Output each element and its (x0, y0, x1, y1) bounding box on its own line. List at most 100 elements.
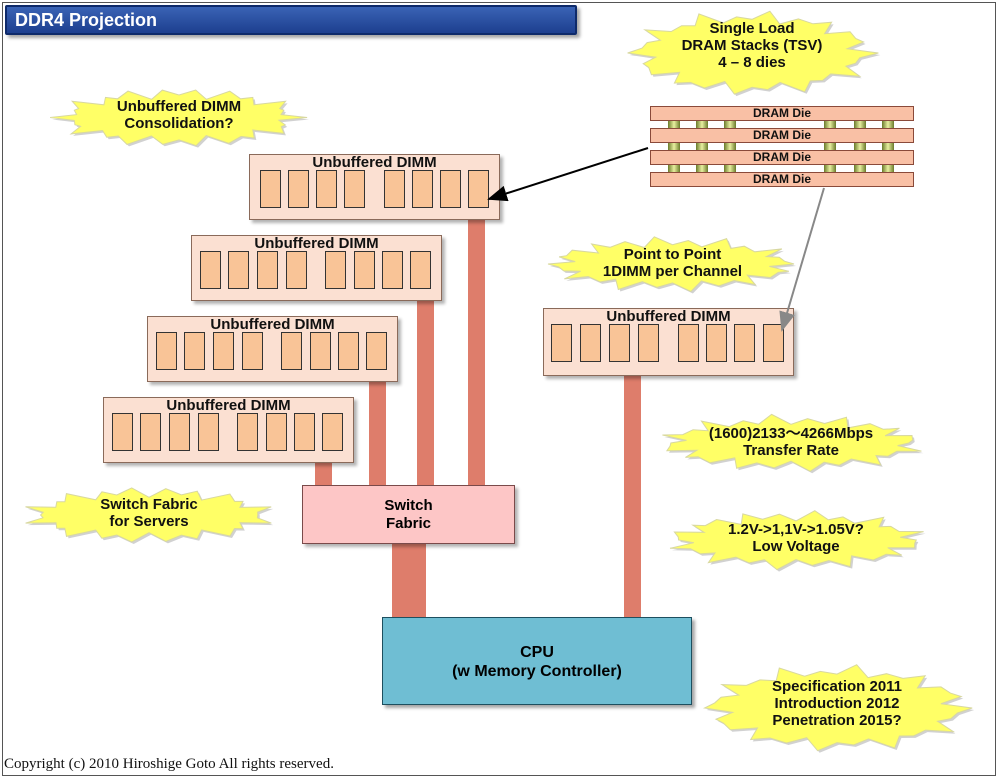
dram-chip (266, 413, 287, 451)
callout-line: for Servers (109, 513, 189, 530)
callout-transfer-rate: (1600)2133～4266Mbps Transfer Rate (652, 412, 930, 474)
callout-line: Switch Fabric (100, 496, 198, 513)
bus-switch-cpu (392, 544, 426, 618)
callout-line: 4 – 8 dies (718, 54, 786, 71)
dram-chip (294, 413, 315, 451)
callout-line: Specification 2011 (771, 678, 903, 695)
dram-chip (580, 324, 601, 362)
copyright-text: Copyright (c) 2010 Hiroshige Goto All ri… (4, 756, 334, 772)
callout-line: Introduction 2012 (774, 695, 900, 712)
cpu-box: CPU (w Memory Controller) (382, 617, 692, 705)
dram-chip (281, 332, 302, 370)
callout-line: DRAM Stacks (TSV) (681, 37, 823, 54)
dram-chip (384, 170, 405, 208)
dram-chip (286, 251, 307, 289)
dimm-label: Unbuffered DIMM (166, 397, 291, 414)
dram-chip (242, 332, 263, 370)
dram-chip (169, 413, 190, 451)
callout-switch-servers: Switch Fabric for Servers (18, 484, 280, 546)
dram-chip (316, 170, 337, 208)
callout-single-load: Single Load DRAM Stacks (TSV) 4 – 8 dies (622, 8, 882, 98)
switch-fabric-line2: Fabric (385, 515, 431, 532)
starburst-shape (627, 10, 881, 97)
dram-chip (325, 251, 346, 289)
callout-line: Consolidation? (124, 115, 234, 132)
callout-line: Penetration 2015? (772, 712, 902, 729)
slide-title: DDR4 Projection (5, 5, 577, 35)
dram-chip (156, 332, 177, 370)
dram-chip (184, 332, 205, 370)
bus-dimm-2 (417, 300, 434, 486)
dram-die-3: DRAM Die (650, 150, 914, 165)
bus-dimm-1 (468, 220, 485, 486)
arrow-die-to-p2p-dimm (779, 187, 825, 332)
dram-chip (310, 332, 331, 370)
dimm-label: Unbuffered DIMM (606, 308, 731, 325)
callout-schedule: Specification 2011 Introduction 2012 Pen… (696, 662, 978, 754)
dram-chip (198, 413, 219, 451)
dram-chip (551, 324, 572, 362)
dram-chip (412, 170, 433, 208)
bus-p2p-cpu (624, 376, 641, 618)
callout-line: Transfer Rate (743, 442, 839, 459)
dram-die-1: DRAM Die (650, 106, 914, 121)
dram-chip (228, 251, 249, 289)
dram-chip (288, 170, 309, 208)
dram-die-4: DRAM Die (650, 172, 914, 187)
dram-chip (112, 413, 133, 451)
dram-chip (763, 324, 784, 362)
callout-line: Single Load (709, 20, 795, 37)
cpu-line2: (w Memory Controller) (452, 663, 622, 680)
callout-line: Low Voltage (752, 538, 840, 555)
callout-line: 1DIMM per Channel (602, 263, 743, 280)
dram-chip (237, 413, 258, 451)
starburst-shape (702, 664, 975, 753)
starburst-shape (547, 236, 796, 294)
callout-line: Unbuffered DIMM (116, 98, 242, 115)
dram-chip (440, 170, 461, 208)
dram-chip (638, 324, 659, 362)
dram-chip (382, 251, 403, 289)
cpu-line1: CPU (520, 644, 554, 661)
dram-chip (410, 251, 431, 289)
dimm-module-3: Unbuffered DIMM (147, 316, 398, 382)
dimm-label: Unbuffered DIMM (312, 154, 437, 171)
arrow-die-to-dimm (487, 147, 649, 202)
starburst-shape (50, 89, 310, 148)
callout-point-to-point: Point to Point 1DIMM per Channel (540, 234, 805, 294)
dram-chip (678, 324, 699, 362)
dram-chip (322, 413, 343, 451)
dram-chip (354, 251, 375, 289)
starburst-shape (662, 413, 924, 474)
starburst-shape (669, 510, 926, 572)
callout-line: Point to Point (623, 246, 722, 263)
dimm-module-p2p: Unbuffered DIMM (543, 308, 794, 376)
dram-chip (609, 324, 630, 362)
switch-fabric-line1: Switch (384, 497, 433, 514)
callout-line: (1600)2133～4266Mbps (708, 425, 874, 442)
dram-chip (257, 251, 278, 289)
switch-fabric-box: Switch Fabric (302, 485, 515, 544)
dimm-label: Unbuffered DIMM (254, 235, 379, 252)
dimm-module-4: Unbuffered DIMM (103, 397, 354, 463)
callout-line: 1.2V->1,1V->1.05V? (728, 521, 864, 538)
dimm-module-1: Unbuffered DIMM (249, 154, 500, 220)
dram-chip (734, 324, 755, 362)
dimm-module-2: Unbuffered DIMM (191, 235, 442, 301)
dram-chip (140, 413, 161, 451)
dram-die-2: DRAM Die (650, 128, 914, 143)
dimm-label: Unbuffered DIMM (210, 316, 335, 333)
dram-chip (344, 170, 365, 208)
dram-chip (260, 170, 281, 208)
dram-chip (338, 332, 359, 370)
dram-chip (200, 251, 221, 289)
dram-chip (213, 332, 234, 370)
callout-low-voltage: 1.2V->1,1V->1.05V? Low Voltage (660, 508, 932, 572)
bus-dimm-4 (315, 463, 332, 486)
callout-consolidation: Unbuffered DIMM Consolidation? (48, 85, 310, 150)
starburst-shape (25, 487, 274, 544)
dram-chip (706, 324, 727, 362)
dram-chip (366, 332, 387, 370)
